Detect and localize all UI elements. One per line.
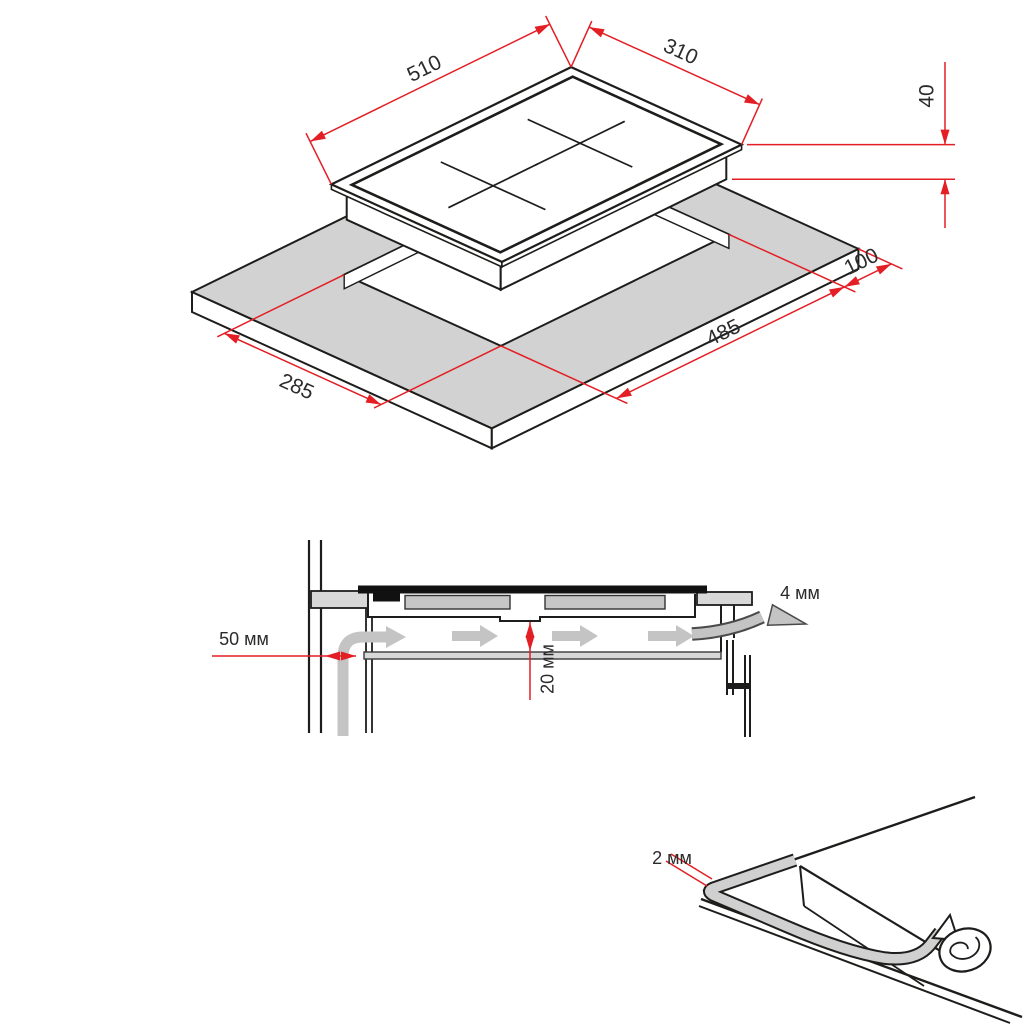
wall-lines [307, 540, 323, 733]
cooktop-section [358, 585, 707, 622]
cooktop [328, 65, 745, 292]
seal-detail-view: 2 мм [652, 795, 1023, 1024]
installation-section-view: 50 мм 20 мм 4 мм [212, 540, 820, 737]
burner-box-left [404, 594, 511, 610]
airflow-bent-arrow [337, 626, 406, 736]
dim-310-label: 310 [660, 34, 701, 69]
cabinet-back-panel [365, 608, 373, 733]
dim-40-label: 40 [915, 84, 938, 107]
dim-cooktop-height: 40 [732, 62, 955, 228]
mounting-clip [373, 593, 400, 602]
dim-50mm-label: 50 мм [219, 629, 269, 649]
sealing-tape [703, 853, 946, 966]
dim-under-clearance: 20 мм [525, 622, 557, 700]
glass-top-strip [358, 585, 707, 594]
dim-wall-clearance: 50 мм [212, 629, 356, 661]
countertop-left [310, 590, 369, 609]
exhaust-curved-arrow [691, 603, 809, 641]
cabinet-facade [726, 640, 751, 737]
dim-510-label: 510 [404, 51, 446, 87]
cutout-edges [799, 865, 953, 987]
dim-285-label: 285 [276, 369, 317, 404]
dim-20mm-label: 20 мм [537, 644, 557, 694]
cooktop-glass-inner-border [348, 75, 725, 254]
dim-4mm-label: 4 мм [780, 583, 820, 603]
burner-cross-front [440, 161, 546, 211]
shelf-panel [363, 651, 722, 660]
cutout-extension-lines [216, 233, 903, 409]
exploded-isometric-view: 510 310 40 485 [189, 15, 955, 450]
airflow-arrows [452, 625, 694, 647]
countertop-right [696, 591, 753, 606]
dim-2mm-label: 2 мм [652, 848, 692, 868]
dim-seal-thickness: 2 мм [652, 848, 713, 887]
tape-roll [931, 912, 992, 973]
burner-cross-rear [527, 118, 633, 168]
burner-box-right [544, 594, 666, 610]
